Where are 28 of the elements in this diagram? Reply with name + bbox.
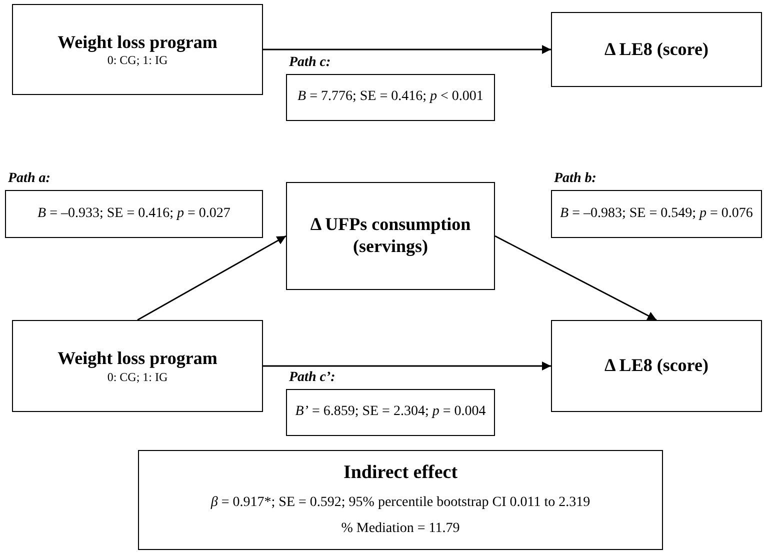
node-title: Δ LE8 (score) [604,38,708,60]
path-heading: Path b: [554,171,596,187]
path-statistics: B’ = 6.859; SE = 2.304; p = 0.004 [295,404,486,421]
node-subtitle: 0: CG; 1: IG [107,370,168,384]
arrow [137,235,286,321]
summary-title: Indirect effect [343,462,458,485]
node-title: Δ LE8 (score) [604,355,708,377]
node-subtitle: 0: CG; 1: IG [107,53,168,68]
path-heading: Path a: [8,171,50,187]
path-heading: Path c: [289,55,331,71]
summary-statistics: β = 0.917*; SE = 0.592; 95% percentile bootstrap CI 0.011 to 2.319 [210,494,590,512]
arrow [494,235,657,321]
path-heading: Path c’: [289,370,336,386]
variable-box [12,4,263,95]
path-statistics: B = 7.776; SE = 0.416; p < 0.001 [298,89,484,106]
variable-box [286,182,495,290]
variable-box [12,320,263,412]
node-title: Δ UFPs consumption (servings) [309,214,472,258]
node-title: Weight loss program [58,32,218,54]
variable-box [551,12,762,87]
arrow [263,45,551,54]
summary-statistics: % Mediation = 11.79 [341,521,460,538]
arrow [263,362,551,370]
summary-box [138,450,663,550]
path-statistics: B = –0.933; SE = 0.416; p = 0.027 [38,206,230,222]
node-title: Weight loss program [58,348,218,370]
variable-box [551,320,762,412]
path-statistics: B = –0.983; SE = 0.549; p = 0.076 [560,206,753,222]
